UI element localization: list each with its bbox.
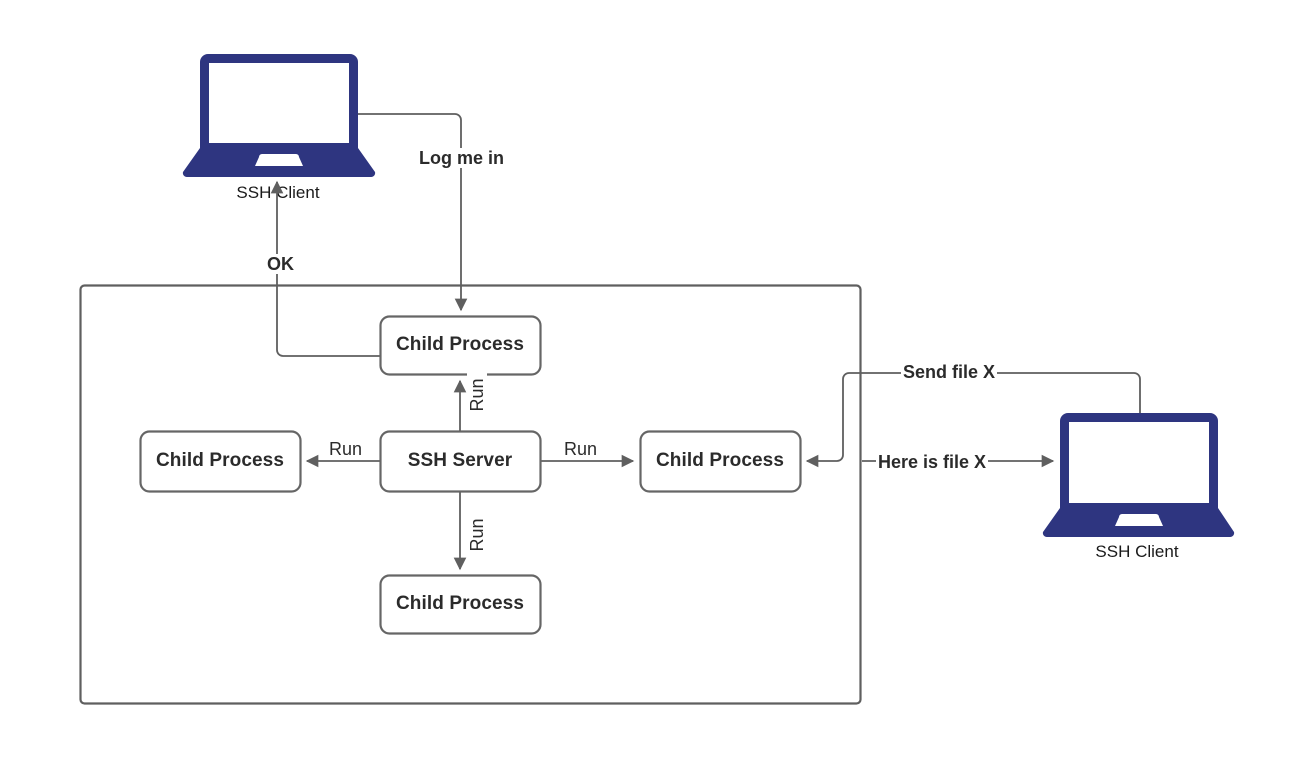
ssh-client-right-icon [1042, 413, 1235, 538]
node-label-child-right: Child Process [655, 450, 784, 471]
node-child-top[interactable] [379, 315, 542, 376]
edge-label-ok: OK [265, 254, 296, 274]
node-label-ssh-server: SSH Server [407, 450, 513, 471]
node-child-left[interactable] [139, 430, 302, 493]
ssh-client-left-label: SSH Client [236, 183, 319, 202]
edge-label-send-file-x: Send file X [901, 362, 998, 382]
edge-ok [270, 180, 380, 357]
edge-label-run-bottom: Run [467, 513, 487, 557]
edge-send-file-x [805, 372, 1141, 468]
edge-label-log-me-in: Log me in [417, 148, 506, 168]
node-child-bottom[interactable] [379, 574, 542, 635]
node-label-child-top: Child Process [395, 334, 524, 355]
node-ssh-server[interactable] [379, 430, 542, 493]
edge-log-me-in [358, 113, 468, 312]
edge-label-run-right: Run [562, 439, 600, 459]
ssh-client-right-label: SSH Client [1095, 542, 1178, 561]
edge-label-here-is-file-x: Here is file X [876, 452, 989, 472]
ssh-client-left-icon [182, 54, 376, 178]
node-label-child-left: Child Process [155, 450, 284, 471]
edge-label-run-top: Run [467, 373, 487, 417]
node-label-child-bottom: Child Process [395, 593, 524, 614]
node-child-right[interactable] [639, 430, 802, 493]
edge-label-run-left: Run [327, 439, 365, 459]
server-boundary [79, 284, 862, 705]
